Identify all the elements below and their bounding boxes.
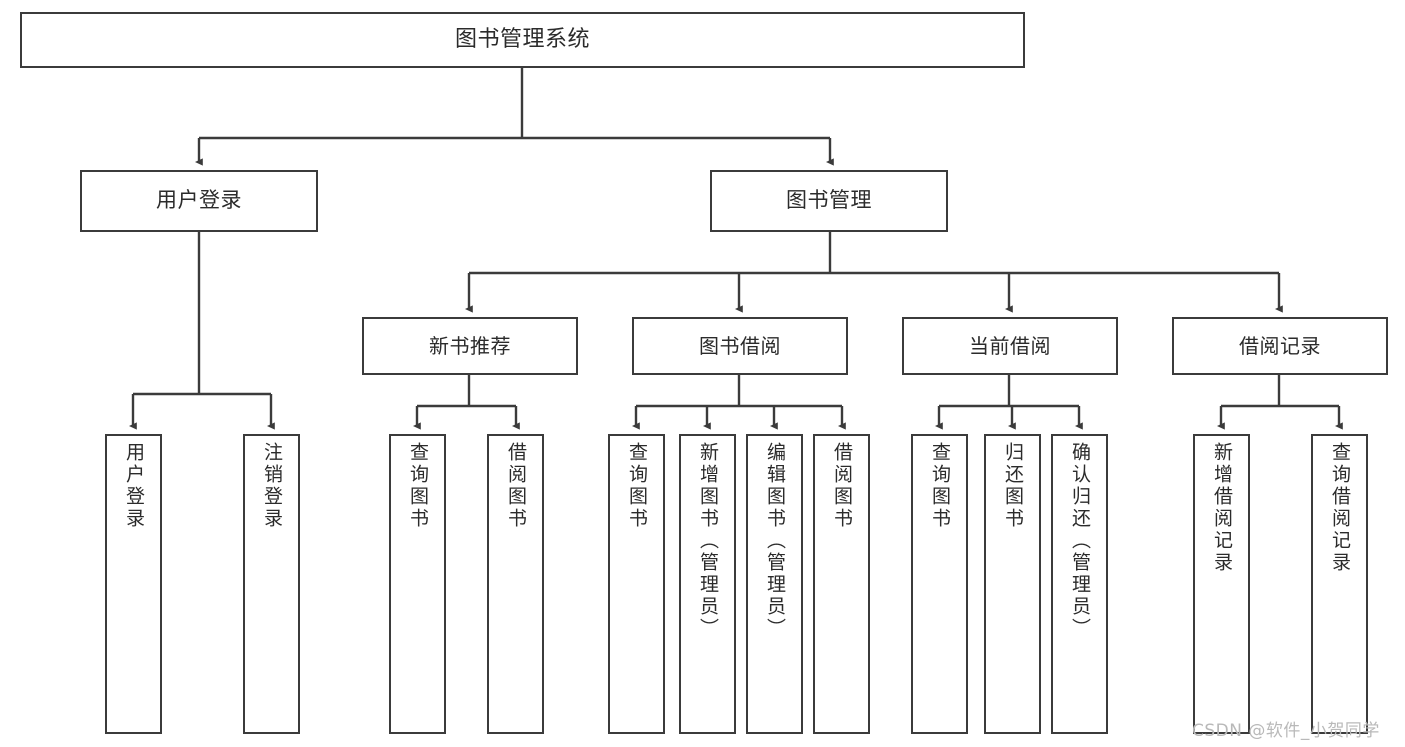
node-leaf-query-record[interactable]: 查询借阅记录 <box>1311 434 1368 734</box>
node-leaf-return-book-label: 归还图书 <box>1002 442 1024 530</box>
node-leaf-user-login-label: 用户登录 <box>123 442 145 530</box>
edge-currentborrow-to-leaves <box>935 375 1083 430</box>
edge-root-to-level2 <box>195 68 834 166</box>
edge-userlogin-to-leaves <box>129 232 275 430</box>
node-leaf-query-book-2-label: 查询图书 <box>626 442 648 530</box>
node-leaf-borrow-book-2-label: 借阅图书 <box>831 442 853 530</box>
node-leaf-query-record-label: 查询借阅记录 <box>1329 442 1351 574</box>
node-user-login-label: 用户登录 <box>156 188 242 213</box>
node-leaf-add-record[interactable]: 新增借阅记录 <box>1193 434 1250 734</box>
node-root[interactable]: 图书管理系统 <box>20 12 1025 68</box>
node-leaf-edit-book[interactable]: 编辑图书（管理员） <box>746 434 803 734</box>
node-leaf-user-login[interactable]: 用户登录 <box>105 434 162 734</box>
node-leaf-add-record-label: 新增借阅记录 <box>1211 442 1233 574</box>
node-leaf-query-book-1-label: 查询图书 <box>407 442 429 530</box>
edge-bookborrow-to-leaves <box>632 375 846 430</box>
node-leaf-borrow-book-1[interactable]: 借阅图书 <box>487 434 544 734</box>
node-leaf-return-book[interactable]: 归还图书 <box>984 434 1041 734</box>
node-borrow-record[interactable]: 借阅记录 <box>1172 317 1388 375</box>
node-leaf-confirm-return-label: 确认归还（管理员） <box>1069 442 1091 640</box>
node-leaf-confirm-return[interactable]: 确认归还（管理员） <box>1051 434 1108 734</box>
node-leaf-query-book-2[interactable]: 查询图书 <box>608 434 665 734</box>
node-new-book-recommend[interactable]: 新书推荐 <box>362 317 578 375</box>
edge-bookmanage-to-level3 <box>465 232 1283 313</box>
node-current-borrow-label: 当前借阅 <box>969 333 1051 358</box>
node-leaf-add-book[interactable]: 新增图书（管理员） <box>679 434 736 734</box>
node-book-borrow[interactable]: 图书借阅 <box>632 317 848 375</box>
csdn-watermark: CSDN @软件_小贺同学 <box>1192 721 1380 741</box>
node-borrow-record-label: 借阅记录 <box>1239 333 1321 358</box>
node-leaf-query-book-1[interactable]: 查询图书 <box>389 434 446 734</box>
node-new-book-recommend-label: 新书推荐 <box>429 333 511 358</box>
node-leaf-borrow-book-2[interactable]: 借阅图书 <box>813 434 870 734</box>
node-book-borrow-label: 图书借阅 <box>699 333 781 358</box>
node-root-label: 图书管理系统 <box>454 26 590 52</box>
node-leaf-logout-label: 注销登录 <box>261 442 283 530</box>
node-user-login[interactable]: 用户登录 <box>80 170 318 232</box>
node-leaf-borrow-book-1-label: 借阅图书 <box>505 442 527 530</box>
node-book-manage[interactable]: 图书管理 <box>710 170 948 232</box>
node-leaf-logout[interactable]: 注销登录 <box>243 434 300 734</box>
node-leaf-query-book-3[interactable]: 查询图书 <box>911 434 968 734</box>
edge-newbook-to-leaves <box>413 375 520 430</box>
node-current-borrow[interactable]: 当前借阅 <box>902 317 1118 375</box>
node-leaf-edit-book-label: 编辑图书（管理员） <box>764 442 786 640</box>
node-leaf-add-book-label: 新增图书（管理员） <box>697 442 719 640</box>
edge-borrowrecord-to-leaves <box>1217 375 1343 430</box>
node-leaf-query-book-3-label: 查询图书 <box>929 442 951 530</box>
node-book-manage-label: 图书管理 <box>786 188 872 213</box>
